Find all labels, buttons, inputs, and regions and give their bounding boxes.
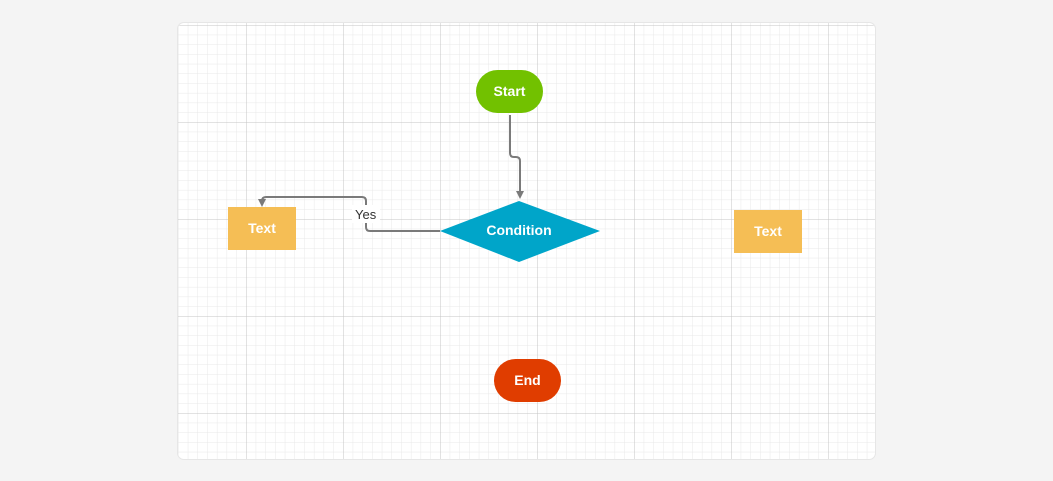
edge-start-to-condition[interactable] — [509, 115, 524, 199]
text-node-left[interactable]: Text — [228, 207, 296, 250]
text-node-left-label: Text — [248, 220, 276, 236]
start-node-label: Start — [494, 83, 526, 99]
text-node-right[interactable]: Text — [734, 210, 802, 253]
edge-label-yes: Yes — [355, 207, 377, 222]
text-node-right-label: Text — [754, 223, 782, 239]
condition-node-label: Condition — [486, 222, 551, 238]
condition-node[interactable]: Condition — [440, 201, 600, 262]
start-node[interactable]: Start — [476, 70, 543, 113]
flowchart-svg: Yes Start Condition Text Text End — [178, 23, 875, 459]
edge-label-bg — [352, 205, 380, 223]
end-node[interactable]: End — [494, 359, 561, 402]
end-node-label: End — [514, 372, 540, 388]
diagram-canvas[interactable]: Yes Start Condition Text Text End — [178, 23, 875, 459]
edge-condition-to-text[interactable] — [258, 196, 440, 232]
